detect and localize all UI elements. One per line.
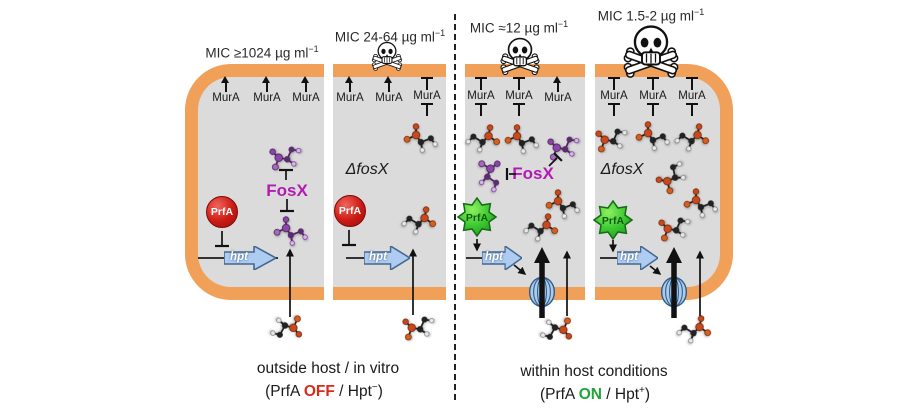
mura-enzyme-active: MurA	[286, 76, 326, 105]
mic-label-panel4: MIC 1.5-2 µg ml−1	[597, 7, 705, 24]
caption-within-host: within host conditions	[520, 363, 668, 380]
delta-fosx-label: ΔfosX	[600, 161, 644, 178]
mura-enzyme-active: MurA	[330, 76, 370, 105]
fosfomycin-molecule	[395, 306, 440, 348]
hpt-gene-label: hpt	[369, 251, 387, 263]
mic-label-panel1: MIC ≥1024 µg ml−1	[205, 44, 319, 61]
fosfomycin-molecule	[672, 120, 713, 156]
mura-enzyme-inhibited: MurA	[633, 77, 673, 116]
inhibition-bar-icon	[420, 103, 434, 116]
prfa-protein-inactive: PrfA	[206, 196, 238, 228]
gene-arrow-icon	[482, 246, 522, 270]
caption-outside-host: outside host / in vitro	[256, 360, 400, 377]
skull-crossbones-icon-medium	[498, 36, 542, 76]
prfa-off-state: OFF	[303, 383, 335, 401]
inhibition-bar-icon	[474, 103, 488, 116]
hpt-gene-unit: hpt	[600, 246, 658, 270]
prfa-protein-active: PrfA	[593, 200, 633, 240]
inhibition-bar-icon	[420, 77, 434, 90]
activation-arrow-icon	[551, 76, 565, 92]
activation-arrow-icon	[219, 76, 233, 92]
inhibition-bar-icon	[685, 77, 699, 90]
hpt-gene-label: hpt	[620, 251, 638, 263]
inhibition-bar-icon	[646, 103, 660, 116]
gene-arrow-icon	[364, 246, 410, 270]
inhibition-bar-icon	[474, 77, 488, 90]
inhibition-bar-icon	[512, 77, 526, 90]
mura-enzyme-inhibited: MurA	[499, 77, 539, 116]
skull-crossbones-icon-large	[620, 24, 682, 78]
inhibition-bar-icon	[512, 103, 526, 116]
mura-enzyme-active: MurA	[369, 76, 409, 105]
fosfomycin-molecule	[674, 312, 715, 348]
mic-label-panel2: MIC 24-64 µg ml−1	[334, 28, 446, 45]
activation-arrow-icon	[260, 76, 274, 92]
fosfomycin-molecule	[399, 203, 440, 239]
mic-label-panel3: MIC ≈12 µg ml−1	[469, 19, 569, 36]
fosfomycin-molecule	[265, 308, 309, 349]
mura-enzyme-active: MurA	[538, 76, 578, 105]
activation-arrow-icon	[382, 76, 396, 92]
fosfomycin-molecule	[463, 121, 504, 157]
prfa-on-state: ON	[578, 386, 602, 404]
prfa-protein-inactive: PrfA	[334, 195, 366, 227]
svg-text:PrfA: PrfA	[466, 212, 489, 224]
caption-prfa-on: (PrfA ON / Hpt+)	[539, 385, 651, 404]
fosx-label: FosX	[512, 164, 554, 183]
activation-arrow-icon	[299, 76, 313, 92]
prfa-protein-active: PrfA	[457, 197, 497, 237]
activation-arrow-icon	[343, 76, 357, 92]
svg-text:PrfA: PrfA	[602, 215, 625, 227]
inhibition-bar-icon	[607, 103, 621, 116]
mura-enzyme-inhibited: MurA	[461, 77, 501, 116]
hpt-gene-label: hpt	[230, 251, 248, 263]
mura-enzyme-inhibited: MurA	[672, 77, 712, 116]
skull-crossbones-icon-small	[370, 41, 404, 71]
hpt-gene-unit: hpt	[346, 246, 410, 270]
fosx-label: FosX	[266, 181, 308, 200]
fosfomycin-molecule	[521, 210, 562, 246]
fosfomycin-molecule	[535, 310, 579, 351]
caption-prfa-off: (PrfA OFF / Hpt−)	[265, 382, 383, 401]
delta-fosx-label: ΔfosX	[345, 161, 389, 178]
hpt-gene-unit: hpt	[198, 246, 278, 270]
gene-arrow-icon	[224, 246, 276, 270]
inhibition-bar-icon	[685, 103, 699, 116]
inhibition-bar-icon	[607, 77, 621, 90]
gene-arrow-icon	[617, 246, 658, 270]
hpt-gene-unit: hpt	[466, 246, 522, 270]
mura-enzyme-active: MurA	[247, 76, 287, 105]
mura-enzyme-active: MurA	[206, 76, 246, 105]
mura-enzyme-inhibited: MurA	[407, 77, 447, 116]
hpt-gene-label: hpt	[485, 251, 503, 263]
inhibition-bar-icon	[646, 77, 660, 90]
host-condition-divider-line	[454, 14, 456, 400]
mura-enzyme-inhibited: MurA	[594, 77, 634, 116]
